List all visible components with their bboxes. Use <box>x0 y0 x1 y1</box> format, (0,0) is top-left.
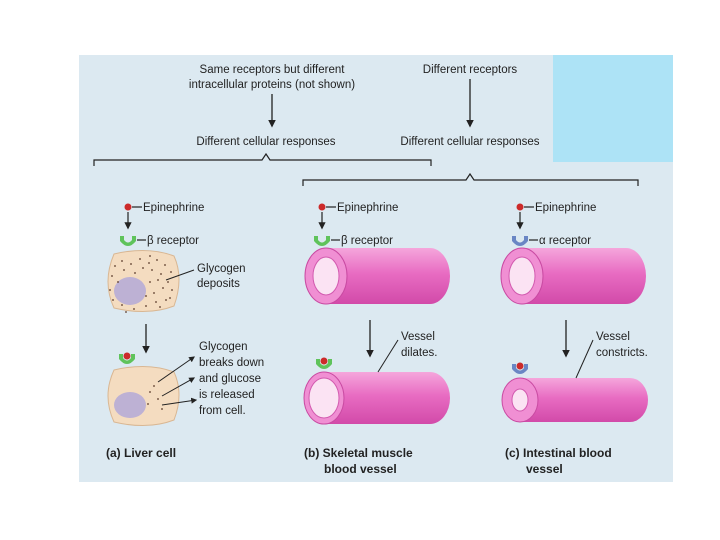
panel-a-result-line3: and glucose <box>199 373 261 385</box>
panel-c-receptor-label: α receptor <box>539 235 591 247</box>
alpha-receptor-icon <box>512 236 528 246</box>
panel-a-result-line4: is released <box>199 389 255 401</box>
left-brace <box>93 152 432 166</box>
vessel-top-body <box>522 248 646 304</box>
epinephrine-molecule <box>516 203 524 211</box>
right-note: Different receptors <box>423 64 518 76</box>
beta-receptor-icon <box>120 236 136 246</box>
cyan-overlay-box <box>553 55 673 162</box>
glycogen-dots <box>109 255 173 313</box>
release-arrow-3 <box>161 397 198 406</box>
vessel-bottom-lumen <box>511 388 529 412</box>
panel-c-result-line2: constricts. <box>596 347 648 359</box>
panel-a-receptor-label: β receptor <box>147 235 199 247</box>
panel-a-signal-label: Epinephrine <box>143 202 204 214</box>
epinephrine-molecule <box>124 203 132 211</box>
panel-a-result-line2: breaks down <box>199 357 264 369</box>
panel-a-result-line1: Glycogen <box>199 341 248 353</box>
release-arrow-1 <box>157 356 195 383</box>
release-arrow-2 <box>161 377 196 397</box>
bound-epinephrine <box>320 357 328 365</box>
panel-c-caption-line1: (c) Intestinal blood <box>505 446 612 460</box>
right-brace <box>302 172 639 186</box>
left-response-label: Different cellular responses <box>196 136 335 148</box>
panel-c-result-line1: Vessel <box>596 331 630 343</box>
nucleus-bottom <box>114 392 146 418</box>
panel-b-result-line1: Vessel <box>401 331 435 343</box>
glycogen-label-line1: Glycogen <box>197 263 246 275</box>
glycogen-label-line2: deposits <box>197 278 240 290</box>
beta-receptor-icon <box>314 236 330 246</box>
liver-cell-top <box>107 250 180 312</box>
glycogen-pointer <box>165 269 195 281</box>
panel-b-skeletal-vessel: Epinephrine β receptor Vessel dilates. (… <box>303 202 450 476</box>
panel-c-intestinal-vessel: Epinephrine α receptor Vessel constricts… <box>500 202 648 476</box>
nucleus-top <box>114 277 146 305</box>
left-note-line1: Same receptors but different <box>200 64 346 76</box>
panel-b-caption-line2: blood vessel <box>324 462 397 476</box>
remaining-glycogen-dots <box>147 385 163 410</box>
bound-epinephrine <box>123 352 131 360</box>
vessel-bottom-body <box>520 378 648 422</box>
panel-a-liver-cell: Epinephrine β receptor Glycogen deposits <box>106 202 264 460</box>
vessel-top-lumen <box>508 256 536 296</box>
panel-c-signal-label: Epinephrine <box>535 202 596 214</box>
dilates-pointer <box>377 339 399 373</box>
vessel-bottom-body <box>324 372 450 424</box>
panel-a-caption: (a) Liver cell <box>106 446 176 460</box>
vessel-top-body <box>326 248 450 304</box>
bound-alpha-receptor-icon <box>512 364 528 374</box>
bound-beta-receptor-icon <box>119 354 135 364</box>
constricts-pointer <box>575 339 594 379</box>
panel-b-receptor-label: β receptor <box>341 235 393 247</box>
panel-b-signal-label: Epinephrine <box>337 202 398 214</box>
vessel-bottom-lumen <box>308 377 340 419</box>
left-note-line2: intracellular proteins (not shown) <box>189 79 355 91</box>
right-response-label: Different cellular responses <box>400 136 539 148</box>
panel-b-result-line2: dilates. <box>401 347 437 359</box>
panel-c-caption-line2: vessel <box>526 462 563 476</box>
vessel-top-lumen <box>312 256 340 296</box>
epinephrine-molecule <box>318 203 326 211</box>
bound-epinephrine <box>516 362 524 370</box>
panel-b-caption-line1: (b) Skeletal muscle <box>304 446 413 460</box>
bound-beta-receptor-icon <box>316 359 332 369</box>
panel-a-result-line5: from cell. <box>199 405 246 417</box>
